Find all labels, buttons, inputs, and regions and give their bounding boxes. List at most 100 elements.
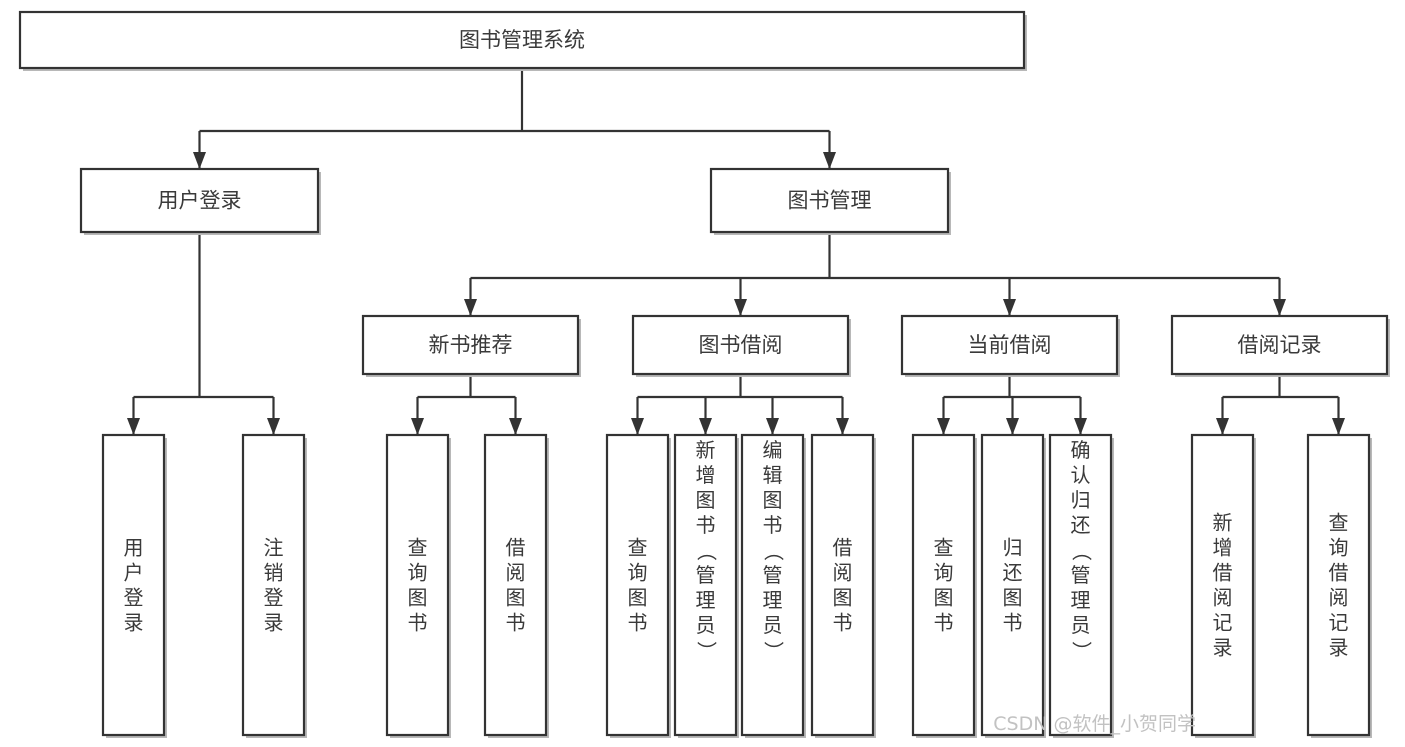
node-label-char: 书: [628, 611, 648, 635]
arrow-head: [766, 418, 779, 435]
node-box[interactable]: [631, 314, 850, 376]
node-box[interactable]: [980, 433, 1045, 737]
node-label-char: 录: [1329, 636, 1349, 660]
node-box[interactable]: [673, 433, 738, 737]
node-label-char: 询: [408, 561, 428, 585]
node-label-char: 确: [1071, 438, 1091, 462]
arrow-head: [411, 418, 424, 435]
node-borrow-record[interactable]: 借阅记录: [1170, 314, 1390, 377]
node-label-char: 借: [506, 536, 526, 560]
arrow-head: [1074, 418, 1087, 435]
node-label-char: 书: [1003, 611, 1023, 635]
node-label-char: 注: [264, 536, 284, 560]
node-label-char: 查: [1329, 511, 1349, 535]
node-current-borrow[interactable]: 当前借阅: [900, 314, 1120, 377]
node-root[interactable]: 图书管理系统: [18, 10, 1027, 71]
node-label-char: 还: [1003, 561, 1023, 585]
node-box[interactable]: [1170, 314, 1389, 376]
node-label-char: 理: [1071, 588, 1091, 612]
node-label-char: 录: [124, 611, 144, 635]
node-label-char: 录: [264, 611, 284, 635]
node-label-char: 理: [763, 588, 783, 612]
node-label-char: 查: [628, 536, 648, 560]
node-label-char: 图: [934, 586, 954, 610]
node-label-char: 新: [1213, 511, 1233, 535]
arrow-head: [1003, 299, 1016, 316]
node-label-char: 阅: [1213, 586, 1233, 610]
node-label-char: 管: [1071, 563, 1091, 587]
node-label-char: 阅: [833, 561, 853, 585]
node-box[interactable]: [810, 433, 875, 737]
node-label-char: 询: [1329, 536, 1349, 560]
node-label-char: 编: [763, 438, 783, 462]
node-label-char: 管: [763, 563, 783, 587]
node-label-char: 认: [1071, 463, 1091, 487]
node-label-char: ）: [695, 641, 719, 661]
arrow-head: [509, 418, 522, 435]
arrow-head: [937, 418, 950, 435]
arrow-head: [823, 152, 836, 169]
node-label-char: 询: [628, 561, 648, 585]
node-label-char: 询: [934, 561, 954, 585]
node-box[interactable]: [79, 167, 320, 234]
arrow-head: [699, 418, 712, 435]
node-label-char: 图: [696, 488, 716, 512]
arrow-head: [631, 418, 644, 435]
node-label-char: 新: [696, 438, 716, 462]
node-label-char: 户: [124, 561, 144, 585]
nodes-layer: 图书管理系统用户登录图书管理新书推荐图书借阅当前借阅借阅记录用户登录注销登录查询…: [18, 10, 1390, 738]
node-box[interactable]: [483, 433, 548, 737]
node-box[interactable]: [709, 167, 950, 234]
node-label-char: 管: [696, 563, 716, 587]
node-label-char: 用: [124, 536, 144, 560]
node-box[interactable]: [911, 433, 976, 737]
node-box[interactable]: [361, 314, 580, 376]
arrow-head: [127, 418, 140, 435]
node-label: 图书借阅: [699, 333, 783, 357]
node-label-char: 查: [408, 536, 428, 560]
node-box[interactable]: [385, 433, 450, 737]
node-label-char: 登: [264, 586, 284, 610]
node-box[interactable]: [740, 433, 805, 737]
node-label-char: 借: [1329, 561, 1349, 585]
node-label-char: （: [1070, 541, 1094, 561]
node-label: 图书管理系统: [459, 28, 585, 52]
node-label-char: 书: [934, 611, 954, 635]
node-label-char: 记: [1213, 611, 1233, 635]
node-box[interactable]: [101, 433, 166, 737]
node-label-char: 阅: [506, 561, 526, 585]
node-book-manage[interactable]: 图书管理: [709, 167, 951, 235]
node-leaf-user-login[interactable]: 用户登录: [101, 433, 167, 738]
node-book-borrow[interactable]: 图书借阅: [631, 314, 851, 377]
node-box[interactable]: [1190, 433, 1255, 737]
arrow-head: [836, 418, 849, 435]
node-label-char: 阅: [1329, 586, 1349, 610]
node-label-char: 图: [506, 586, 526, 610]
node-box[interactable]: [900, 314, 1119, 376]
node-label-char: （: [695, 541, 719, 561]
node-box[interactable]: [241, 433, 306, 737]
node-box[interactable]: [1048, 433, 1113, 737]
node-label-char: 图: [833, 586, 853, 610]
node-box[interactable]: [605, 433, 670, 737]
node-box[interactable]: [18, 10, 1026, 70]
node-user-login[interactable]: 用户登录: [79, 167, 321, 235]
node-label-char: 书: [408, 611, 428, 635]
node-new-book-rec[interactable]: 新书推荐: [361, 314, 581, 377]
node-box[interactable]: [1306, 433, 1371, 737]
connectors-layer: [127, 68, 1345, 435]
